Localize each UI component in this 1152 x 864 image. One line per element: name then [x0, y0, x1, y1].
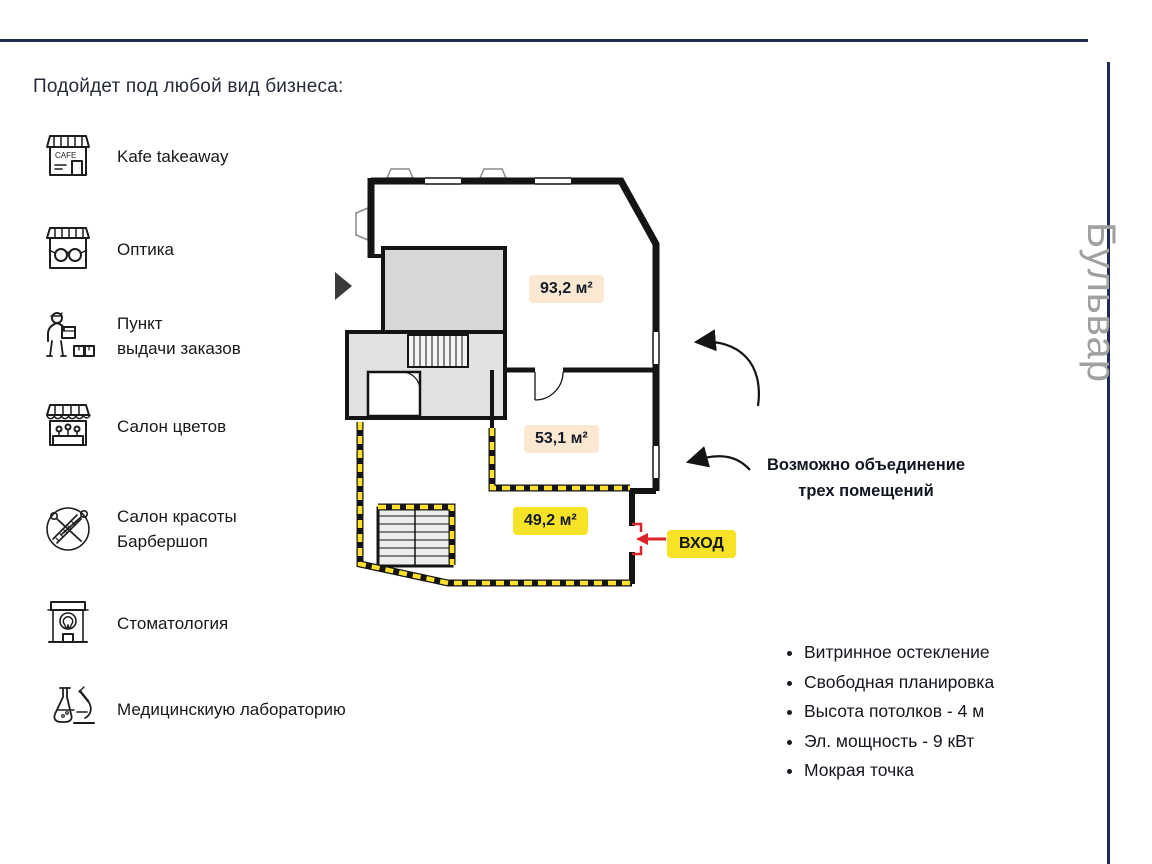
cafe-storefront-icon: CAFE [36, 125, 100, 189]
business-item-flowers: Салон цветов [36, 395, 226, 459]
plan-triangle-marker [335, 272, 352, 300]
glazing-group [356, 422, 632, 587]
feature-item: Свободная планировка [804, 672, 994, 693]
merge-note-line1: Возможно объединение [766, 456, 966, 474]
project-name-vertical: Бульвар [1079, 222, 1123, 383]
window-openings [425, 175, 662, 478]
vent-marks [355, 168, 508, 242]
direction-arrows [685, 329, 760, 471]
entrance-door-icon [625, 522, 666, 556]
page-title: Подойдет под любой вид бизнеса: [33, 76, 344, 97]
floor-plan [330, 160, 760, 605]
medical-lab-icon [36, 678, 100, 742]
business-item-label: Салон цветов [117, 416, 227, 436]
room-area-badge-49: 49,2 м² [513, 507, 588, 535]
stair-cores [345, 246, 507, 568]
merge-note: Возможно объединение трех помещений [742, 452, 990, 505]
feature-item: Эл. мощность - 9 кВт [804, 731, 994, 752]
business-item-cafe: CAFE Kafe takeaway [36, 125, 229, 189]
courier-icon [36, 305, 100, 369]
top-border-line [0, 39, 1088, 42]
feature-item: Мокрая точка [804, 760, 994, 781]
business-item-label: Оптика [117, 239, 174, 259]
feature-item: Высота потолков - 4 м [804, 701, 994, 722]
flower-shop-icon [36, 395, 100, 459]
business-item-label: Стоматология [117, 613, 229, 633]
room-area-badge-93: 93,2 м² [529, 275, 604, 303]
business-item-lab: Медицинскиую лабораторию [36, 678, 346, 742]
right-border-line [1107, 62, 1110, 864]
business-item-optics: Оптика [36, 218, 174, 282]
business-item-label: Медицинскиую лабораторию [117, 699, 346, 719]
dental-clinic-icon [36, 592, 100, 656]
room-area-badge-53: 53,1 м² [524, 425, 599, 453]
svg-text:CAFE: CAFE [55, 151, 76, 160]
business-item-dental: Стоматология [36, 592, 228, 656]
entrance-badge: ВХОД [667, 530, 736, 558]
feature-item: Витринное остекление [804, 642, 994, 663]
optics-storefront-icon [36, 218, 100, 282]
barbershop-icon [36, 498, 100, 562]
floor-plan-svg [335, 168, 760, 587]
business-item-label: Kafe takeaway [117, 146, 229, 166]
feature-list: Витринное остекление Свободная планировк… [786, 642, 994, 790]
merge-note-line2: трех помещений [798, 482, 934, 501]
